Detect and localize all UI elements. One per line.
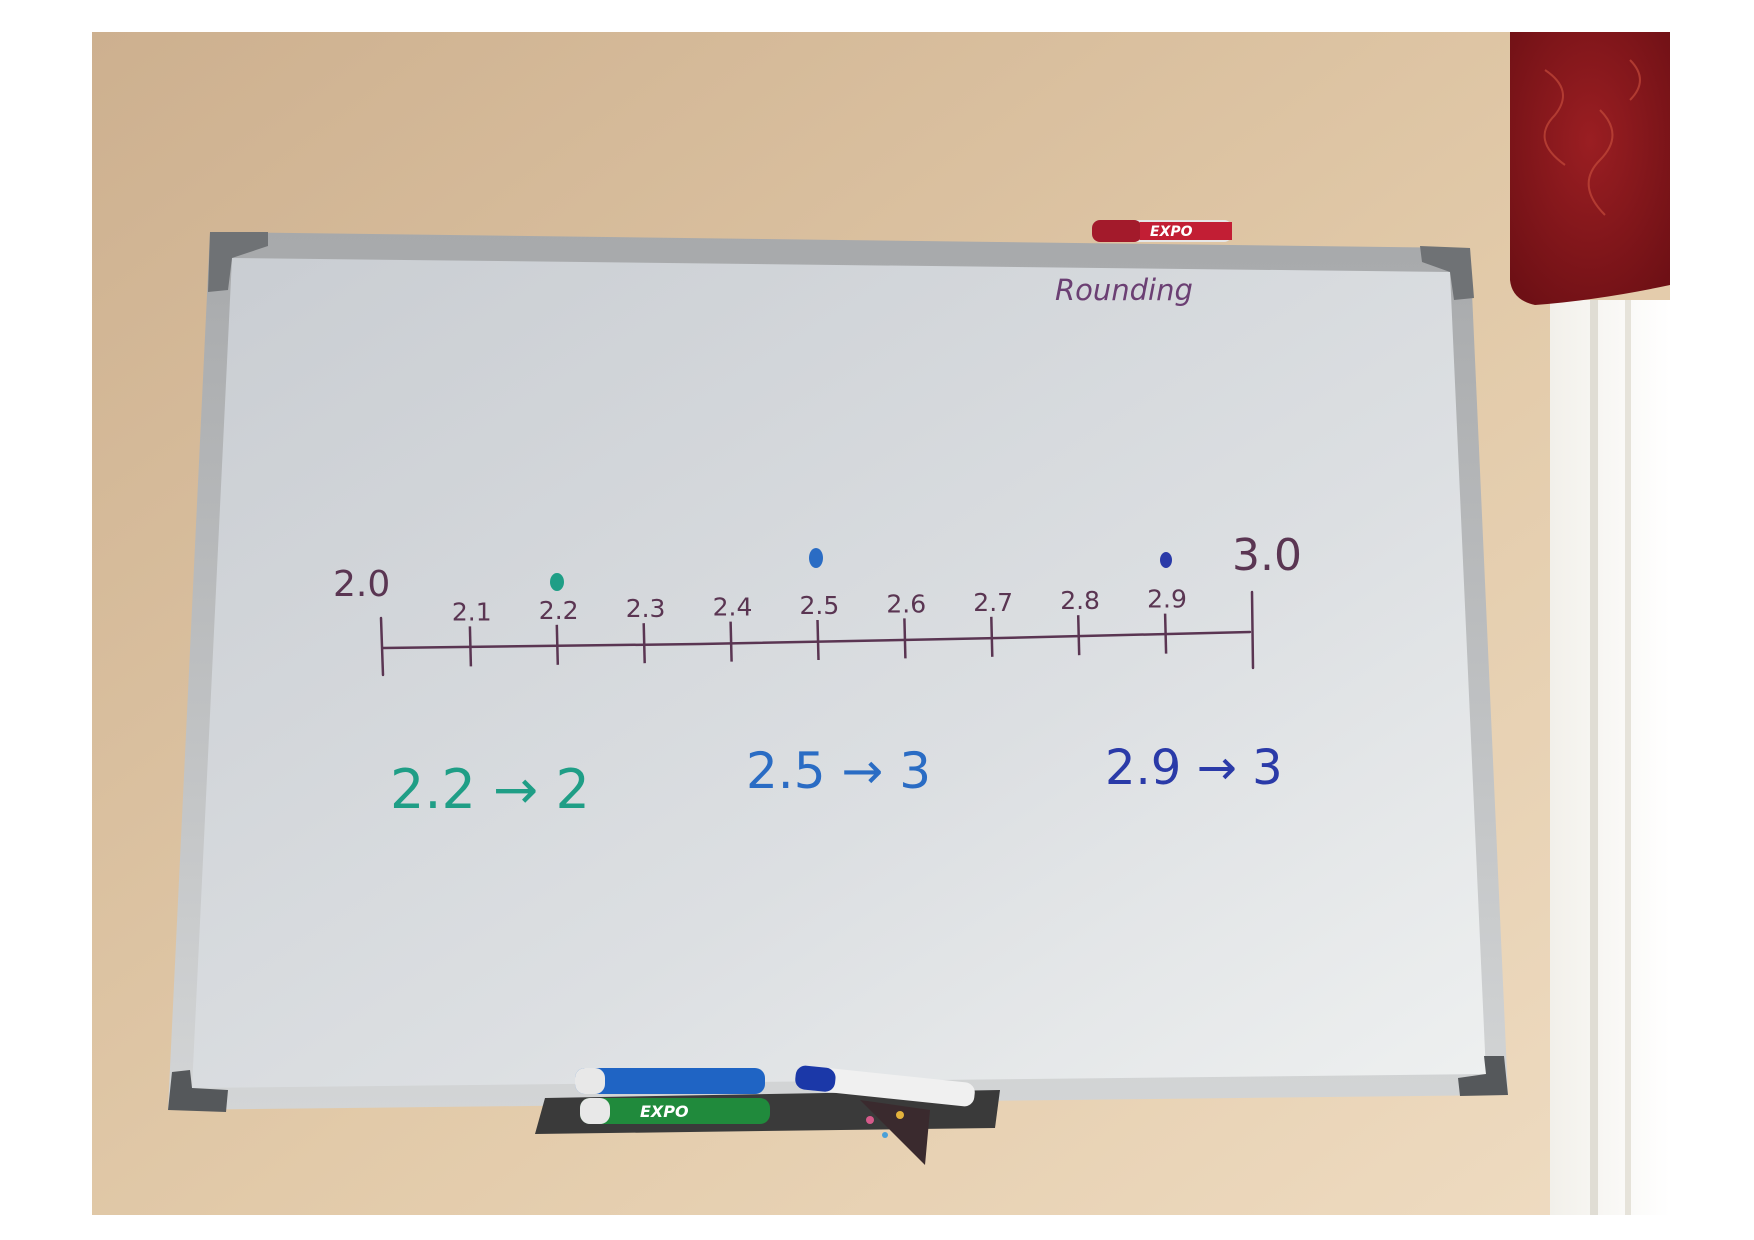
tick-2-3 [642,623,646,664]
tick-label-2-9: 2.9 [1147,585,1187,614]
window-frame [1550,300,1670,1215]
tick-label-2-7: 2.7 [973,588,1013,617]
tick-label-2-2: 2.2 [539,596,579,625]
example-2-9: 2.9 → 3 [1105,740,1283,796]
marker-bottom-label: EXPO [640,1102,689,1121]
tick-label-2-8: 2.8 [1060,586,1100,615]
tick-marks: 2.1 2.2 2.3 2.4 2.5 2.6 2.7 2.8 2.9 [452,585,1187,667]
tick-2-1 [468,626,473,667]
tick-2-5 [816,619,820,661]
tick-2-9 [1163,613,1168,654]
tick-label-2-5: 2.5 [800,591,840,620]
example-2-5: 2.5 → 3 [746,742,931,800]
marker-tray: EXPO [535,1065,1000,1165]
dot-2-2 [550,573,564,591]
dot-2-9 [1160,552,1172,568]
board-surface [192,258,1486,1088]
curtain [1510,32,1670,305]
tick-2-8 [1076,615,1081,656]
tick-2-4 [729,621,733,662]
label-end: 3.0 [1232,530,1302,581]
tick-label-2-3: 2.3 [626,594,666,623]
tick-2-2 [555,624,560,665]
heading: Rounding [1055,273,1193,307]
dot-2-5 [809,548,823,568]
tick-label-2-6: 2.6 [886,589,926,618]
tick-2-6 [903,618,907,659]
label-start: 2.0 [333,564,390,605]
tick-label-2-1: 2.1 [452,597,492,626]
example-2-2: 2.2 → 2 [390,758,590,821]
tick-2-7 [990,616,994,657]
number-line [379,590,1255,677]
tick-label-2-4: 2.4 [713,593,753,622]
marker-top-label: EXPO [1150,224,1193,240]
marker-top: EXPO [1092,220,1232,242]
